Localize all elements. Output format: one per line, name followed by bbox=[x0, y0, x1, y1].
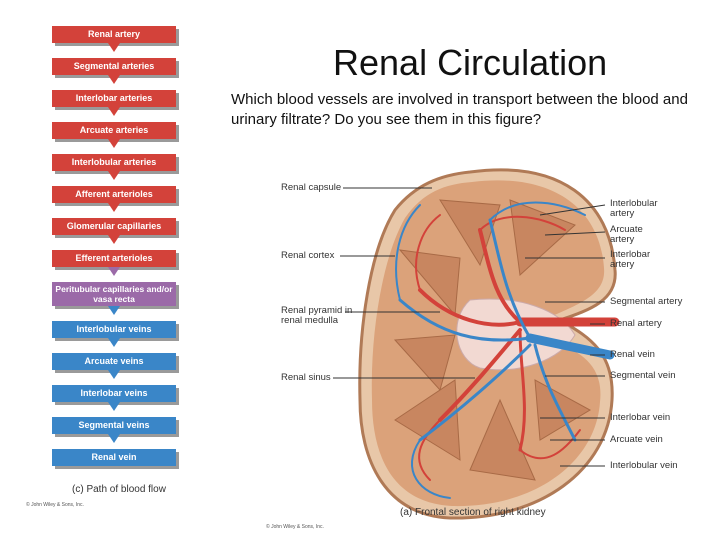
slide-question: Which blood vessels are involved in tran… bbox=[231, 91, 688, 128]
renal-pyramids bbox=[393, 199, 592, 481]
flow-arrow bbox=[108, 139, 120, 148]
label-renal-cortex: Renal cortex bbox=[281, 250, 335, 261]
flow-arrow bbox=[108, 107, 120, 116]
flow-copyright: © John Wiley & Sons, Inc. bbox=[26, 502, 84, 508]
flow-arrow bbox=[108, 203, 120, 212]
label-renal-capsule: Renal capsule bbox=[281, 182, 342, 193]
label-arcuate-vein: Arcuate vein bbox=[610, 434, 663, 445]
label-segmental-vein: Segmental vein bbox=[610, 370, 676, 381]
flow-step: Renal vein bbox=[52, 449, 176, 466]
veins bbox=[395, 201, 615, 499]
flow-arrow bbox=[108, 306, 120, 315]
label-interlobar-vein: Interlobar vein bbox=[610, 412, 671, 423]
label-renal-artery: Renal artery bbox=[610, 318, 662, 329]
kidney-copyright: © John Wiley & Sons, Inc. bbox=[266, 524, 324, 530]
flow-step: Afferent arterioles bbox=[52, 186, 176, 203]
flow-step: Arcuate arteries bbox=[52, 122, 176, 139]
flow-step: Interlobar arteries bbox=[52, 90, 176, 107]
flow-arrow bbox=[108, 402, 120, 411]
label-interlobar-artery: Interlobar artery bbox=[610, 249, 651, 270]
label-interlobular-artery: Interlobular artery bbox=[610, 198, 658, 219]
flow-step: Renal artery bbox=[52, 26, 176, 43]
flow-arrow bbox=[108, 370, 120, 379]
flow-arrow bbox=[108, 75, 120, 84]
arteries bbox=[415, 214, 620, 481]
flow-step: Interlobar veins bbox=[52, 385, 176, 402]
flow-arrow bbox=[108, 43, 120, 52]
flow-arrow bbox=[108, 338, 120, 347]
label-segmental-artery: Segmental artery bbox=[610, 296, 683, 307]
label-arcuate-artery: Arcuate artery bbox=[610, 224, 643, 245]
label-renal-vein: Renal vein bbox=[610, 349, 655, 360]
label-renal-pyramid: Renal pyramid in renal medulla bbox=[281, 305, 353, 326]
kidney-caption: (a) Frontal section of right kidney bbox=[400, 507, 546, 518]
flow-step: Efferent arterioles bbox=[52, 250, 176, 267]
flow-step: Interlobular arteries bbox=[52, 154, 176, 171]
slide-title: Renal Circulation bbox=[333, 42, 608, 83]
flow-step: Interlobular veins bbox=[52, 321, 176, 338]
flow-arrow bbox=[108, 235, 120, 244]
flow-step: Segmental arteries bbox=[52, 58, 176, 75]
flow-arrow bbox=[108, 434, 120, 443]
flow-arrow bbox=[108, 267, 120, 276]
flow-step: Peritubular capillaries and/or vasa rect… bbox=[52, 282, 176, 306]
leader-lines bbox=[333, 187, 606, 467]
label-renal-sinus: Renal sinus bbox=[281, 372, 331, 383]
flow-step: Arcuate veins bbox=[52, 353, 176, 370]
label-interlobular-vein: Interlobular vein bbox=[610, 460, 678, 471]
flow-step: Glomerular capillaries bbox=[52, 218, 176, 235]
flow-caption: (c) Path of blood flow bbox=[72, 484, 166, 495]
flow-arrow bbox=[108, 171, 120, 180]
flow-step: Segmental veins bbox=[52, 417, 176, 434]
